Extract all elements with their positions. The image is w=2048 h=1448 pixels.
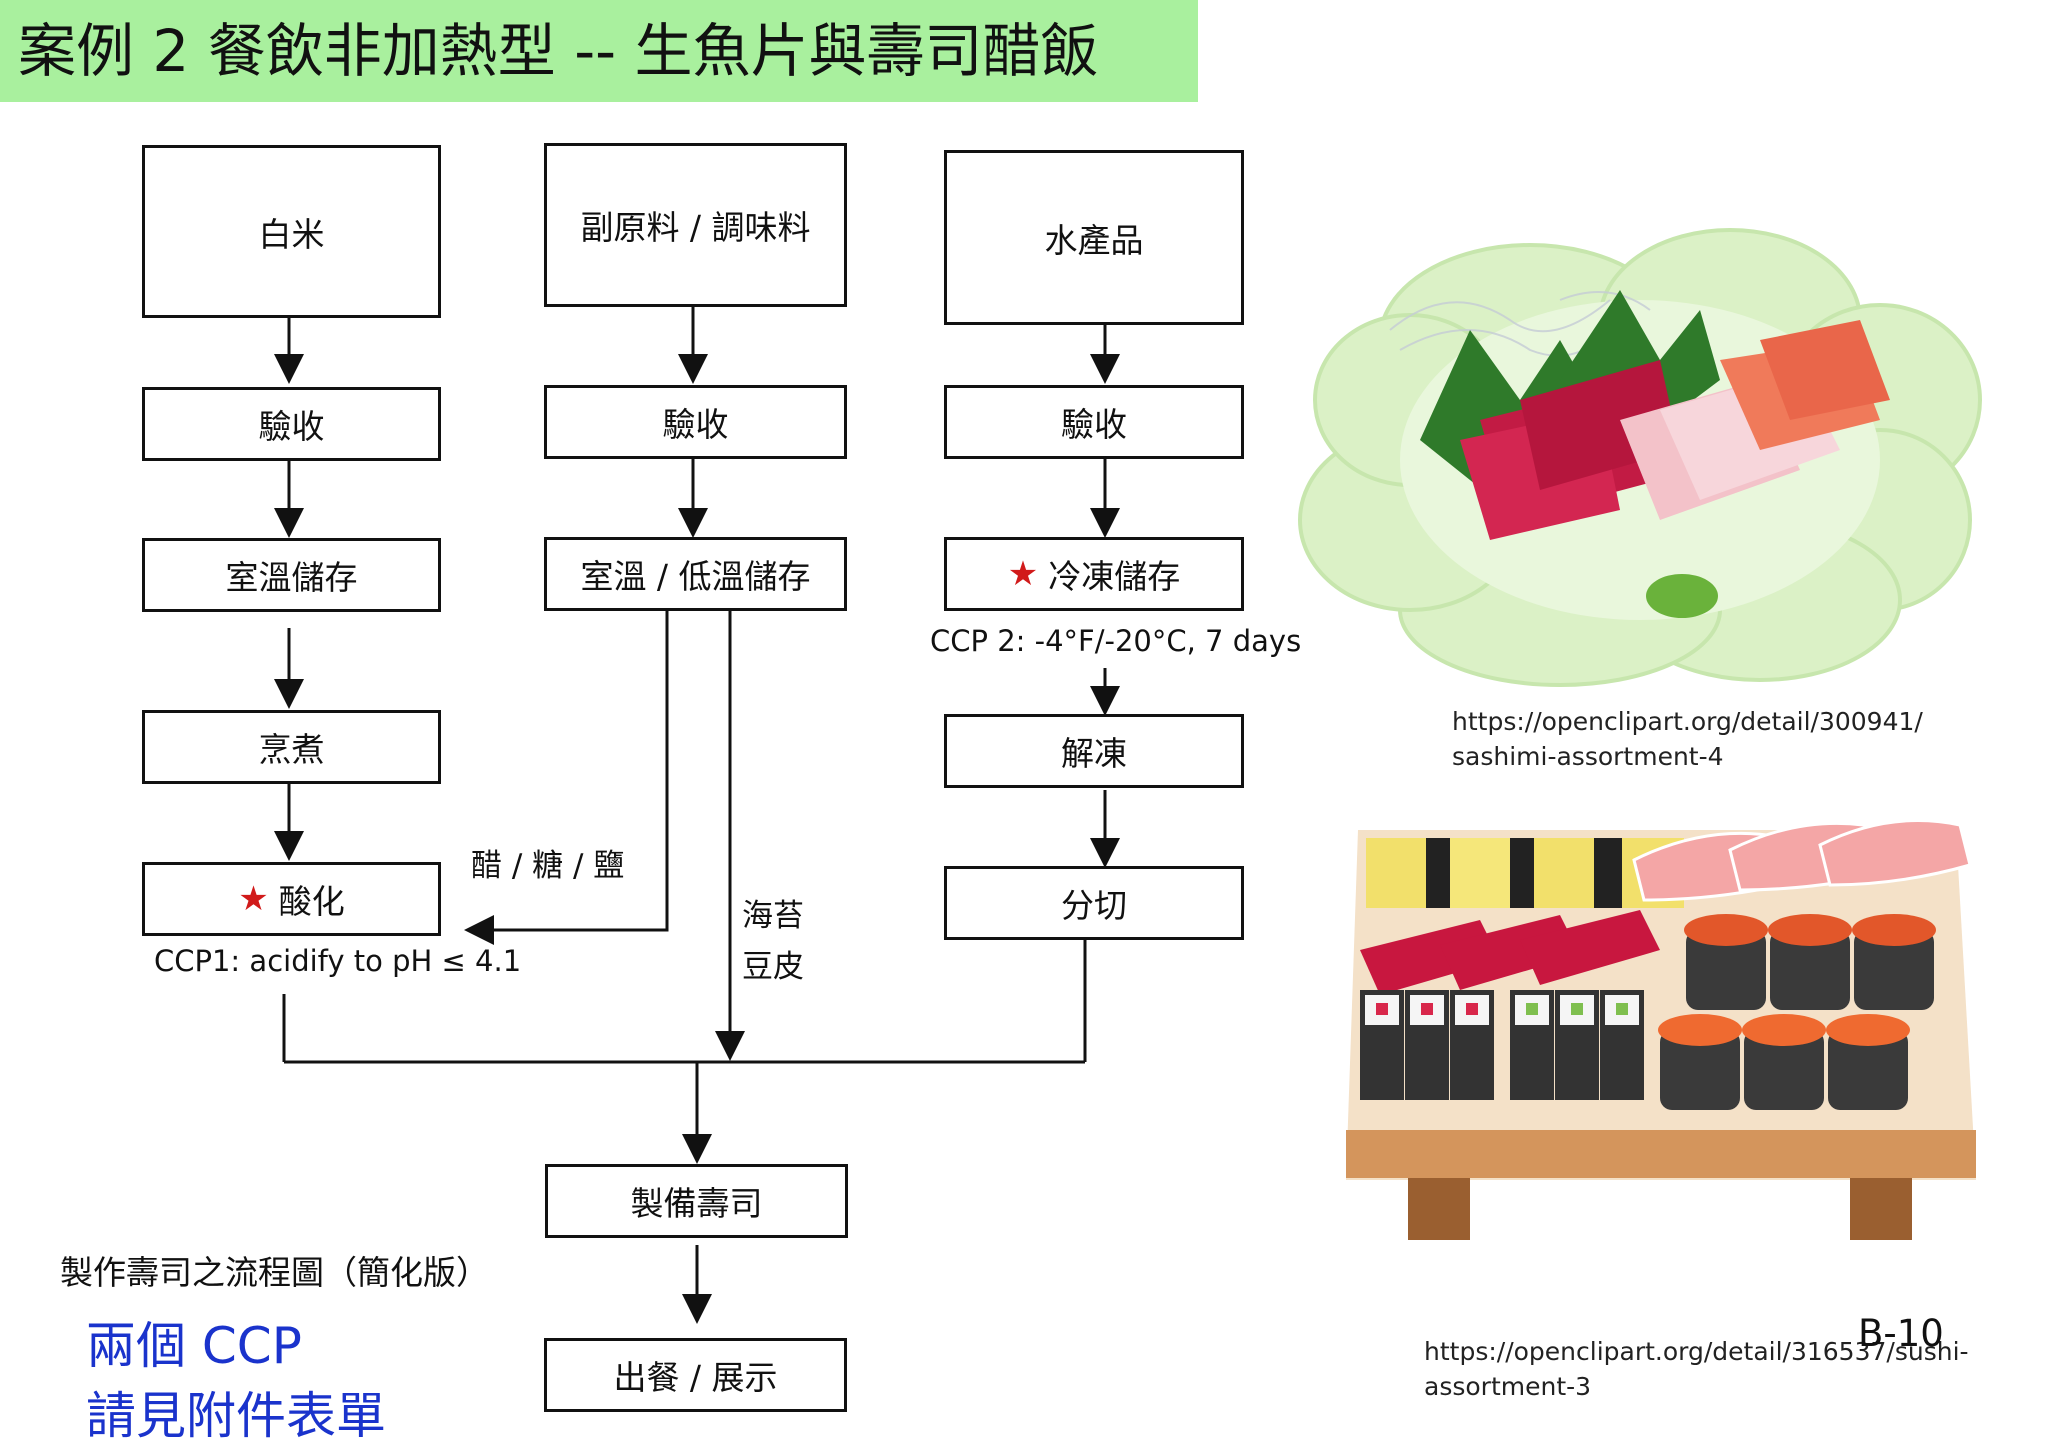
box-label: 酸化 — [278, 882, 345, 921]
box-rice-storage: 室溫儲存 — [142, 538, 441, 612]
box-label: 副原料 / 調味料 — [580, 208, 811, 247]
arrow-vinegar-to-acidify — [464, 611, 669, 945]
page-title: 案例 2 餐飲非加熱型 -- 生魚片與壽司醋飯 — [18, 17, 1099, 85]
attachment-note: 請見附件表單 — [86, 1387, 386, 1445]
box-label: 解凍 — [1061, 734, 1127, 773]
box-label: 製備壽司 — [630, 1184, 763, 1223]
box-label: 室溫儲存 — [225, 558, 358, 597]
box-aux-receive: 驗收 — [544, 385, 847, 459]
box-label: 冷凍儲存 — [1048, 557, 1181, 596]
note-tofu-skin: 豆皮 — [742, 949, 804, 985]
box-aux-ingredients: 副原料 / 調味料 — [544, 143, 847, 307]
box-aux-storage: 室溫 / 低溫儲存 — [544, 537, 847, 611]
box-label: 白米 — [258, 214, 325, 254]
ccp-count-note: 兩個 CCP — [86, 1317, 302, 1375]
box-label: 驗收 — [662, 405, 729, 444]
page-number: B-10 — [1858, 1312, 1944, 1355]
box-label: 驗收 — [1061, 405, 1127, 444]
box-make-sushi: 製備壽司 — [545, 1164, 848, 1238]
box-seafood: 水產品 — [944, 150, 1244, 325]
note-ccp1: CCP1: acidify to pH ≤ 4.1 — [154, 944, 522, 978]
box-cut: 分切 — [944, 866, 1244, 940]
box-serve-display: 出餐 / 展示 — [544, 1338, 847, 1412]
box-white-rice: 白米 — [142, 145, 441, 318]
note-vinegar-sugar-salt: 醋 / 糖 / 鹽 — [471, 848, 625, 884]
note-seaweed: 海苔 — [742, 898, 804, 934]
box-label: 出餐 / 展示 — [613, 1358, 778, 1397]
box-seafood-receive: 驗收 — [944, 385, 1244, 459]
star-icon: ★ — [238, 879, 269, 919]
box-thaw: 解凍 — [944, 714, 1244, 788]
box-label: 驗收 — [258, 407, 325, 446]
box-label: 水產品 — [1044, 220, 1144, 260]
note-ccp2: CCP 2: -4°F/-20°C, 7 days — [930, 624, 1302, 658]
box-label: 室溫 / 低溫儲存 — [580, 557, 811, 596]
flowchart-caption: 製作壽司之流程圖（簡化版） — [60, 1253, 489, 1292]
box-cook: 烹煮 — [142, 710, 441, 784]
sashimi-source-url: https://openclipart.org/detail/300941/ s… — [1452, 707, 1923, 771]
box-rice-receive: 驗收 — [142, 387, 441, 461]
sushi-source-url: https://openclipart.org/detail/316537/su… — [1424, 1337, 1969, 1401]
box-label: 分切 — [1061, 886, 1127, 925]
box-frozen-storage: ★ 冷凍儲存 — [944, 537, 1244, 611]
box-label: 烹煮 — [258, 730, 325, 769]
title-banner: 案例 2 餐飲非加熱型 -- 生魚片與壽司醋飯 — [0, 0, 1198, 102]
star-icon: ★ — [1007, 554, 1039, 594]
box-acidify: ★ 酸化 — [142, 862, 441, 936]
